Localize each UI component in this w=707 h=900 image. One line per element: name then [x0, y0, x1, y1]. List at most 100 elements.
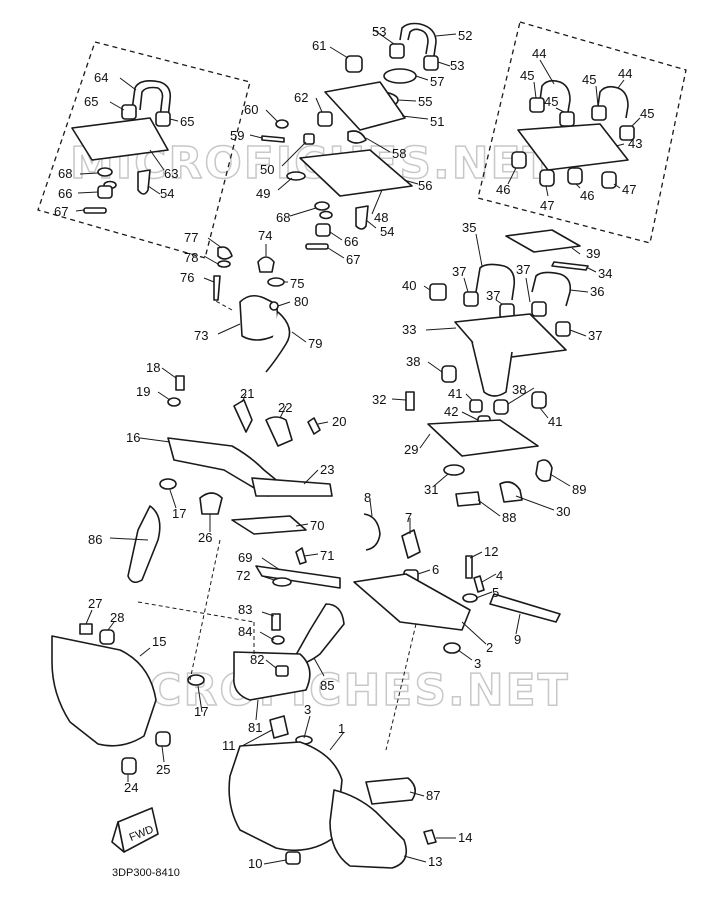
damper-38b [493, 399, 509, 415]
clip-89 [535, 459, 553, 482]
callout-30: 30 [556, 504, 570, 519]
callout-82: 82 [250, 652, 264, 667]
stay-23 [251, 477, 333, 497]
right-middle-parts [405, 229, 589, 507]
callout-84: 84 [238, 624, 252, 639]
callout-79: 79 [308, 336, 322, 351]
callout-57: 57 [430, 74, 444, 89]
lower-parts [51, 603, 437, 869]
callout-37: 37 [452, 264, 466, 279]
clip-58 [347, 130, 367, 144]
callout-52: 52 [458, 28, 472, 43]
bracket-51 [324, 81, 406, 131]
damper-38a [441, 365, 457, 383]
damper-46a [511, 151, 527, 169]
handle-36 [531, 271, 572, 307]
callout-43: 43 [628, 136, 642, 151]
rubber-53a [389, 43, 405, 59]
callout-45: 45 [520, 68, 534, 83]
callout-11: 11 [222, 738, 236, 753]
bracket-22 [265, 416, 293, 447]
nut-28 [99, 629, 115, 645]
callouts: 1 2 3 3 4 5 6 7 8 9 10 11 12 13 14 15 16… [54, 24, 654, 871]
handle-52 [399, 22, 437, 57]
callout-34: 34 [598, 266, 612, 281]
callout-12: 12 [484, 544, 498, 559]
callout-78: 78 [184, 250, 198, 265]
damper-47a [539, 169, 555, 187]
callout-38: 38 [406, 354, 420, 369]
rubber-37a [463, 291, 479, 307]
callout-68: 68 [58, 166, 72, 181]
callout-81: 81 [248, 720, 262, 735]
callout-46: 46 [580, 188, 594, 203]
collar-25 [155, 731, 171, 747]
rubber-45c [591, 105, 607, 121]
callout-4: 4 [496, 568, 503, 583]
callout-22: 22 [278, 400, 292, 415]
callout-68: 68 [276, 210, 290, 225]
rubber-45d [619, 125, 635, 141]
callout-6: 6 [432, 562, 439, 577]
callout-17: 17 [172, 506, 186, 521]
callout-41: 41 [548, 414, 562, 429]
washer-19 [167, 397, 181, 407]
hose-79 [265, 311, 291, 373]
callout-53: 53 [372, 24, 386, 39]
damper-7 [401, 529, 421, 559]
callout-89: 89 [572, 482, 586, 497]
washer-31 [443, 464, 465, 476]
stay-86 [127, 505, 161, 584]
callout-39: 39 [586, 246, 600, 261]
watermark-bottom: MICROFICHES.NET [85, 665, 570, 716]
callout-66: 66 [344, 234, 358, 249]
stay-2 [353, 573, 471, 631]
callout-27: 27 [88, 596, 102, 611]
callout-86: 86 [88, 532, 102, 547]
callout-19: 19 [136, 384, 150, 399]
callout-28: 28 [110, 610, 124, 625]
callout-2: 2 [486, 640, 493, 655]
rubber-40 [429, 283, 447, 301]
callout-10: 10 [248, 856, 262, 871]
callout-37: 37 [516, 262, 530, 277]
left-group-parts [71, 80, 172, 214]
callout-54: 54 [160, 186, 174, 201]
rubber-45a [529, 97, 545, 113]
handle-35 [475, 263, 516, 301]
damper-54b [355, 205, 369, 230]
callout-20: 20 [332, 414, 346, 429]
callout-62: 62 [294, 90, 308, 105]
damper-26 [199, 492, 223, 515]
callout-59: 59 [230, 128, 244, 143]
clip-88 [455, 491, 481, 507]
callout-37: 37 [588, 328, 602, 343]
hose-8 [363, 513, 381, 551]
callout-88: 88 [502, 510, 516, 525]
callout-44: 44 [618, 66, 632, 81]
bolt-83 [271, 613, 281, 631]
cap-74 [257, 256, 275, 273]
callout-23: 23 [320, 462, 334, 477]
bolt-18 [175, 375, 185, 391]
callout-87: 87 [426, 788, 440, 803]
callout-73: 73 [194, 328, 208, 343]
damper-47b [601, 171, 617, 189]
bolt-20 [307, 417, 321, 435]
callout-47: 47 [540, 198, 554, 213]
callout-40: 40 [402, 278, 416, 293]
plate-63 [71, 117, 169, 161]
clip-78 [217, 260, 231, 268]
callout-3: 3 [304, 702, 311, 717]
cover-1 [228, 741, 343, 852]
mid-left-parts [127, 375, 333, 584]
plate-70 [231, 515, 307, 535]
bracket-81 [233, 651, 311, 701]
callout-56: 56 [418, 178, 432, 193]
mid-right-parts [255, 513, 561, 654]
callout-53: 53 [450, 58, 464, 73]
right-group-parts [511, 79, 635, 189]
handle-44a [539, 79, 571, 113]
callout-58: 58 [392, 146, 406, 161]
